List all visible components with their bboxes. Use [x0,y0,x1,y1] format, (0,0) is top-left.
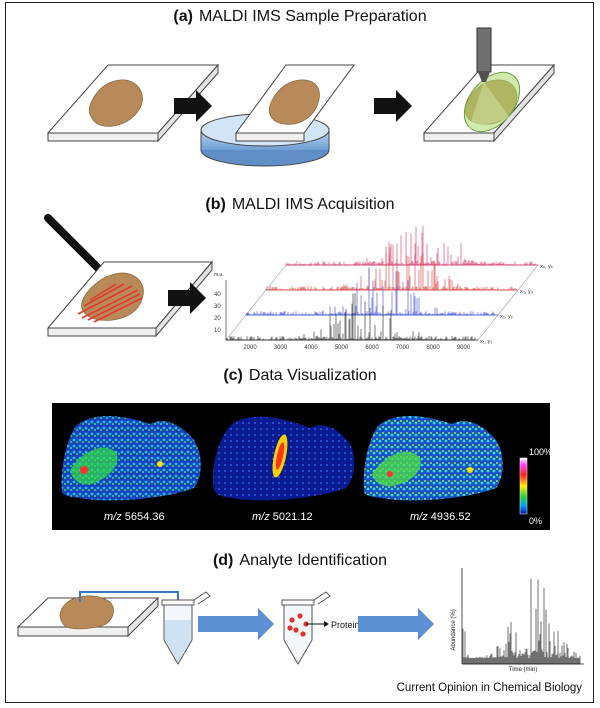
ion-image-2 [212,416,355,501]
spectra-coord-label: xₙ, yₙ [540,264,554,270]
spectra-x-tick: 9000 [457,345,471,351]
chromatogram: Abundance (%) Time (min) [451,568,584,673]
arrow-right-icon [198,608,274,640]
spectrum-trace [225,293,476,341]
svg-text:m/z 5654.36: m/z 5654.36 [104,511,165,523]
spectra-coord-label: x₂, y₂ [500,314,513,320]
spectra-x-tick: 3000 [274,345,288,351]
ion-image-3 [363,416,503,501]
spectrum-trace [245,267,495,316]
slide-identification [16,595,160,638]
svg-text:m/z 5021.12: m/z 5021.12 [252,511,313,523]
scale-min-label: 0% [529,516,542,526]
spectra-y-tick: 10 [214,328,221,334]
spectra-x-tick: 4000 [304,345,318,351]
protein-label: Protein [331,620,360,630]
mz-value-3: 4936.52 [431,511,471,523]
mz-prefix: m/z [410,511,428,523]
chrom-y-label: Abundance (%) [451,609,457,650]
scale-max-label: 100% [529,447,552,457]
transfer-arrow [79,591,179,602]
chromatogram-trace [462,578,581,665]
footer-credit: Current Opinion in Chemical Biology [396,682,582,694]
slide-1 [46,63,220,143]
spectra-x-tick: 8000 [426,345,440,351]
sprayer-icon [468,27,510,130]
spectra-coord-label: x₃, y₃ [520,289,533,295]
matrix-spray [463,71,521,133]
arrow-right-icon [374,90,412,122]
slide-3 [422,63,556,143]
section-c-title: (c)Data Visualization [223,367,377,384]
spectra-x-tick: 2000 [243,345,257,351]
arrow-right-icon [168,282,206,314]
chrom-x-label: Time (min) [509,667,537,673]
spectrum-trace [265,242,516,291]
section-a-title: (a)MALDI IMS Sample Preparation [173,8,427,25]
section-d-title: (d)Analyte Identification [212,552,388,569]
ion-image-1 [61,416,201,501]
spectra-y-tick: 30 [214,304,221,310]
mz-prefix: m/z [104,511,122,523]
arrow-right-icon [174,90,212,122]
arrow-right-icon [358,608,434,640]
spectra-x-tick: 5000 [335,345,349,351]
spectra-stack: m.u. 10 20 30 40 2000 3000 4000 5000 6000 7000 80… [214,226,554,351]
spectra-y-label: m.u. [214,272,224,278]
section-b-title: (b)MALDI IMS Acquisition [205,196,395,213]
slide-2 [235,64,355,142]
spectra-y-tick: 20 [214,316,221,322]
color-scale-bar [519,457,528,515]
mz-value-1: 5654.36 [125,511,165,523]
spectra-y-tick: 40 [214,292,221,298]
spectra-x-tick: 7000 [396,345,410,351]
figure-frame [5,2,594,703]
spectrum-trace [285,226,536,266]
mz-value-2: 5021.12 [273,511,313,523]
tissue-section [88,79,143,127]
mz-prefix: m/z [252,511,270,523]
tube-1-icon [161,591,211,665]
tube-2-icon [281,591,331,665]
svg-text:m/z 4936.52: m/z 4936.52 [410,511,471,523]
spectra-coord-label: x₁, y₁ [480,339,492,345]
spectra-x-tick: 6000 [365,345,379,351]
slide-acquisition [46,260,214,338]
